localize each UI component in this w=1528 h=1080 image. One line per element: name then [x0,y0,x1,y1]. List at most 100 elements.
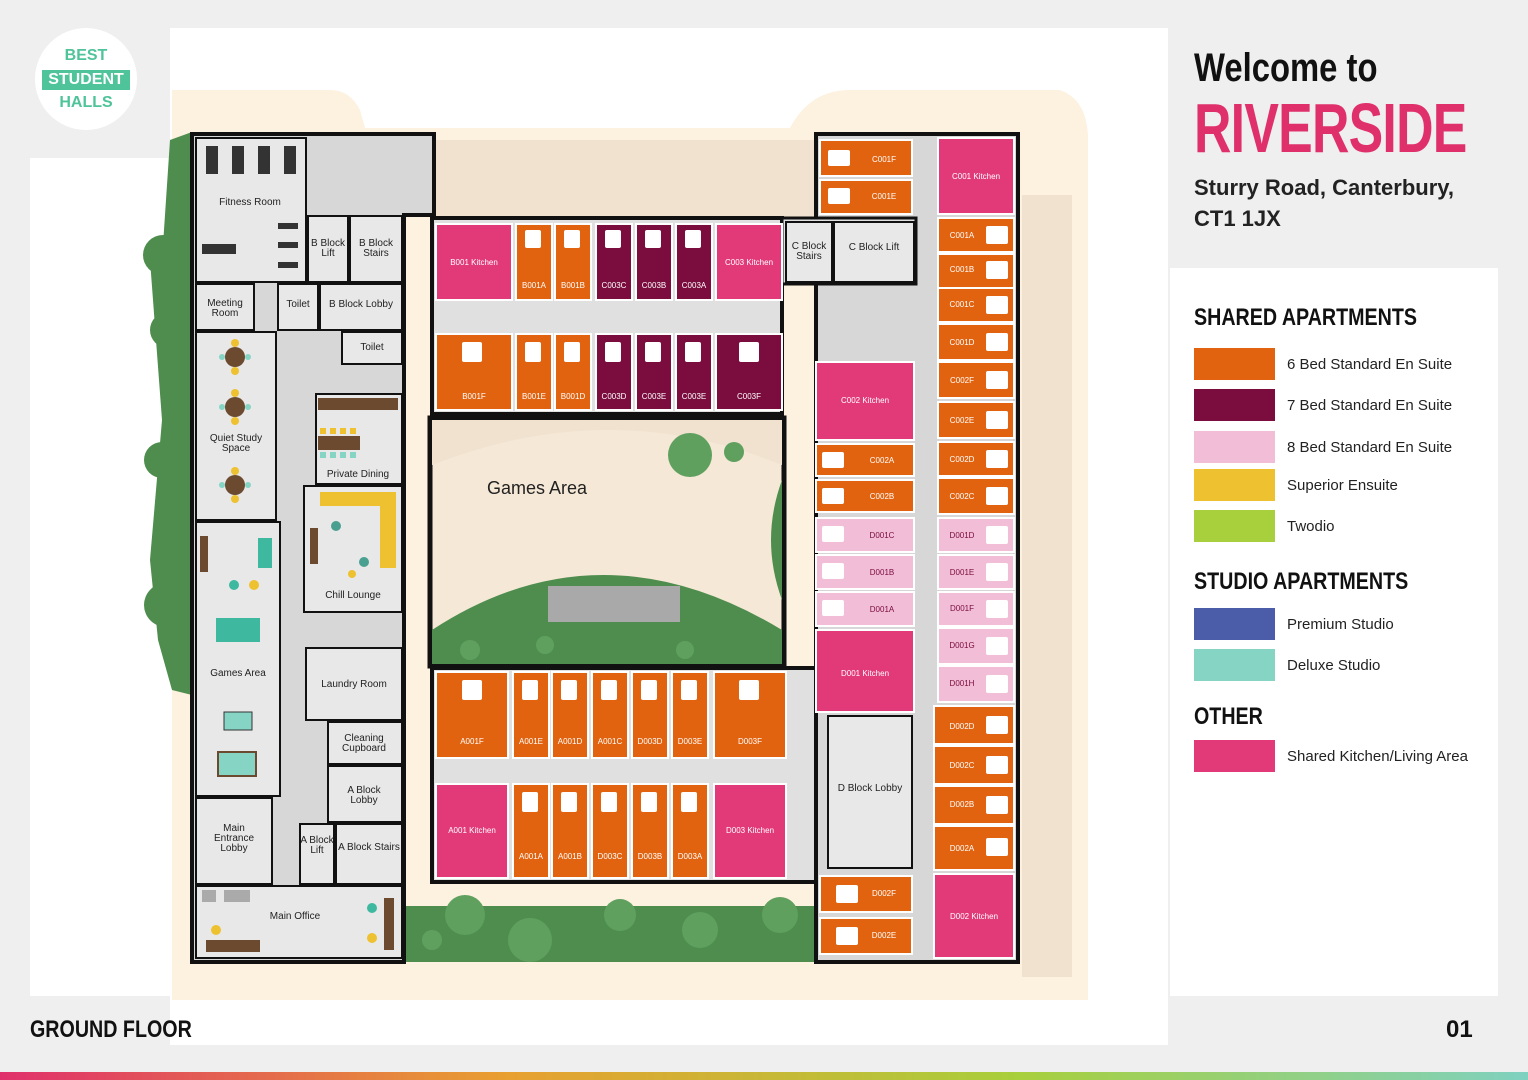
legend-label: Twodio [1287,518,1335,535]
unit-d002e [819,917,913,955]
tree [724,442,744,462]
legend-swatch [1194,469,1275,501]
legend-label: 7 Bed Standard En Suite [1287,397,1453,414]
tree [144,442,180,478]
unit-d002-kitchen [933,873,1015,959]
path-right [1022,195,1072,977]
b-block-stairs [349,215,403,283]
tree [422,930,442,950]
unit-c003e-2-label: C003E [681,392,707,401]
unit-b001-kitchen [435,223,513,301]
tree [668,433,712,477]
unit-d002e-label: D002E [871,931,897,940]
unit-a001d-label: A001D [557,737,583,746]
meeting-room [195,283,255,331]
unit-c003-kitchen [715,223,783,301]
c-block-stairs-label: C Block Stairs [791,241,827,262]
unit-c002f-label: C002F [949,376,974,385]
page-number: 01 [1446,1016,1473,1043]
unit-c003e-label: C003E [641,392,667,401]
unit-a001d [551,671,589,759]
tree [144,583,188,627]
unit-d001d-label: D001D [949,531,975,540]
property-name: RIVERSIDE [1194,89,1467,167]
unit-b001e-label: B001E [521,392,547,401]
central-games-area-label: Games Area [486,478,588,498]
a-block-stairs [335,823,403,885]
unit-b001f-label: B001F [462,392,486,401]
legend-item-shared-kitchen: Shared Kitchen/Living Area [1194,740,1498,772]
b-block-stairs-label: B Block Stairs [359,238,393,259]
unit-d002f-label: D002F [871,889,896,898]
unit-b001a-label: B001A [521,281,547,290]
legend-item-superior: Superior Ensuite [1194,469,1498,501]
tree [445,895,485,935]
legend-label: Superior Ensuite [1287,477,1398,494]
legend-label: Shared Kitchen/Living Area [1287,748,1468,765]
legend-label: 8 Bed Standard En Suite [1287,439,1453,456]
unit-c001a-label: C001A [949,231,975,240]
left-strip-panel [30,158,170,996]
unit-c003-kitchen-label: C003 Kitchen [724,258,774,267]
tree [604,899,636,931]
legend-item-8-bed: 8 Bed Standard En Suite [1194,431,1498,463]
d-block-lobby [827,715,913,869]
unit-c002e-label: C002E [949,416,975,425]
unit-c002-kitchen-label: C002 Kitchen [840,396,890,405]
c-block-lift-label: C Block Lift [848,242,900,253]
studio-apartments-heading: STUDIO APARTMENTS [1194,568,1409,595]
unit-c002-kitchen [815,361,915,441]
welcome-heading: Welcome to [1194,46,1378,90]
games-room-left-label: Games Area [210,668,266,679]
unit-b001d-label: B001D [560,392,586,401]
legend-swatch [1194,649,1275,681]
unit-d002a-label: D002A [949,844,975,853]
unit-d003d-label: D003D [637,737,663,746]
legend-label: 6 Bed Standard En Suite [1287,356,1453,373]
unit-d003f-label: D003F [737,737,762,746]
a-block-lobby [327,765,403,823]
unit-d003b-label: D003B [637,852,663,861]
bed-icon [462,150,1008,945]
main-office-label: Main Office [269,911,321,922]
unit-c001-kitchen [937,137,1015,215]
unit-c003a-label: C003A [681,281,707,290]
tree [508,918,552,962]
unit-a001c-label: A001C [597,737,623,746]
unit-a001-kitchen-label: A001 Kitchen [448,826,496,835]
b-block-lobby [319,283,403,331]
unit-d001a-label: D001A [869,605,895,614]
tree [536,636,554,654]
main-entrance-lobby [195,797,273,885]
unit-c003f-label: C003F [736,392,761,401]
unit-b001e [515,333,553,411]
unit-c001f-label: C001F [871,155,896,164]
a-block-lobby-label: A Block Lobby [347,785,381,806]
legend-item-premium-studio: Premium Studio [1194,608,1498,640]
toilet-1-label: Toilet [286,299,310,310]
unit-a001b-label: A001B [557,852,583,861]
chill-lounge-label: Chill Lounge [325,590,381,601]
tree [676,641,694,659]
best-student-halls-logo: BEST STUDENT HALLS [35,28,137,130]
toilet-1 [277,283,319,331]
legend-item-6-bed: 6 Bed Standard En Suite [1194,348,1498,380]
legend-swatch [1194,431,1275,463]
office-furniture-icon [202,890,394,952]
unit-c001e-label: C001E [871,192,897,201]
meeting-room-label: Meeting Room [207,298,243,319]
unit-d001c-label: D001C [869,531,895,540]
address-line-2: CT1 1JX [1194,206,1281,231]
dining-furniture-icon [318,398,398,458]
tree [682,912,718,948]
c-block-lift [833,221,915,283]
unit-c001b-label: C001B [949,265,975,274]
unit-d003e-label: D003E [677,737,703,746]
gradient-footer-bar [0,1072,1528,1080]
unit-d002-kitchen-label: D002 Kitchen [949,912,999,921]
legend-swatch [1194,740,1275,772]
tree [150,312,186,348]
courtyard-lawn-top [432,420,782,465]
unit-a001a-label: A001A [518,852,544,861]
unit-d001g-label: D001G [949,641,975,650]
